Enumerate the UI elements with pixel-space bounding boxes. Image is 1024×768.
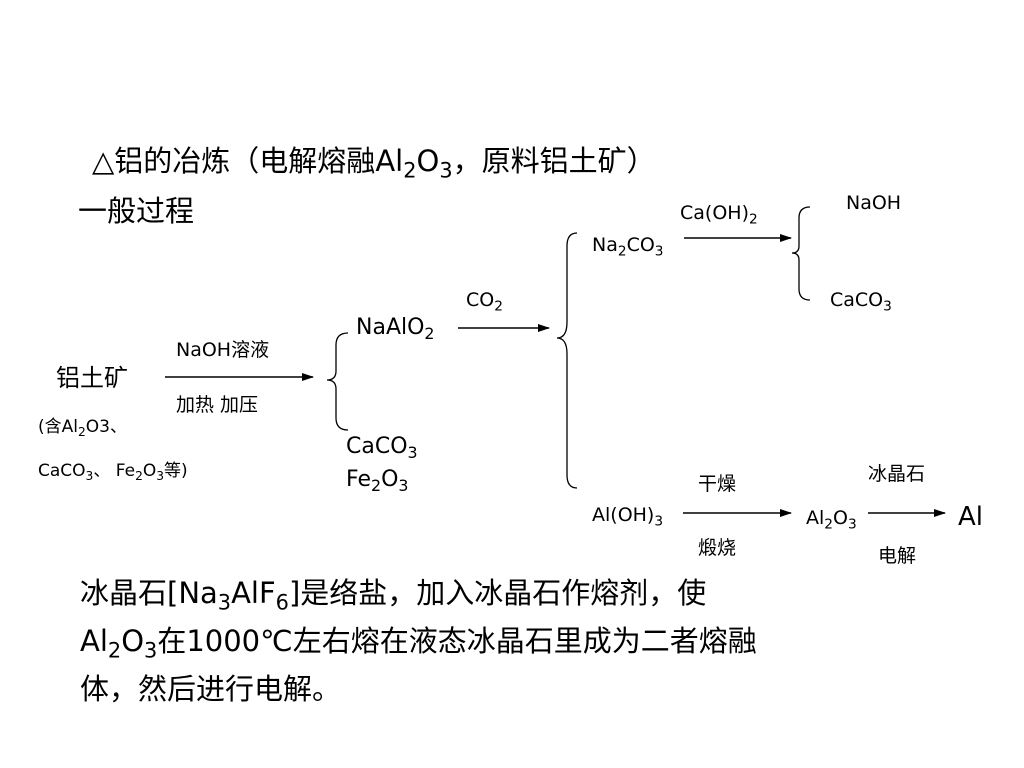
aloh3-label: Al(OH)3 [592, 504, 664, 530]
heat-pressure-label: 加热 加压 [176, 394, 259, 416]
residue-fe2o3-label: Fe2O3 [346, 467, 409, 496]
al2o3-label: Al2O3 [806, 507, 857, 533]
cryolite-label: 冰晶石 [868, 463, 926, 485]
calcine-label: 煅烧 [698, 537, 737, 559]
paragraph-line-1: 冰晶石[Na3AlF6]是络盐，加入冰晶石作熔剂，使 [80, 576, 707, 615]
paragraph-line-2: Al2O3在1000℃左右熔在液态冰晶石里成为二者熔融 [80, 624, 757, 663]
caoh2-label: Ca(OH)2 [680, 202, 758, 228]
naalo2-label: NaAlO2 [356, 315, 435, 344]
residue-caco3-label: CaCO3 [346, 434, 418, 463]
naoh-product-label: NaOH [846, 192, 902, 214]
co2-label: CO2 [466, 289, 503, 315]
brace-carbonation-split [556, 232, 578, 489]
na2co3-label: Na2CO3 [592, 234, 664, 260]
bauxite-note-2: CaCO3、 Fe2O3等) [38, 461, 188, 483]
bauxite-note-1: (含Al2O3、 [38, 417, 127, 439]
paragraph-line-3: 体，然后进行电解。 [80, 672, 342, 706]
electrolysis-label: 电解 [878, 545, 917, 567]
heading-line-1: △铝的冶炼（电解熔融Al2O3，原料铝土矿） [92, 144, 656, 183]
brace-causticizing [791, 206, 811, 301]
brace-naalo2-split [326, 332, 349, 431]
naoh-solution-label: NaOH溶液 [176, 339, 270, 361]
dry-label: 干燥 [698, 473, 737, 495]
caco3-product-label: CaCO3 [830, 289, 892, 315]
heading-line-2: 一般过程 [78, 194, 195, 228]
aluminum-product-label: Al [958, 502, 984, 532]
bauxite-label: 铝土矿 [56, 364, 128, 392]
